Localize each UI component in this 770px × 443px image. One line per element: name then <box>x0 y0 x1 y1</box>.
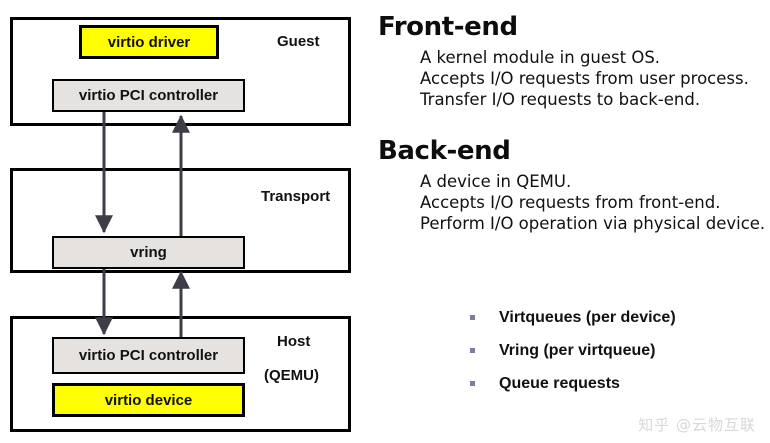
section-lines-back-end: A device in QEMU. Accepts I/O requests f… <box>420 171 765 234</box>
component-virtio-pci-controller-host: virtio PCI controller <box>52 337 245 374</box>
list-item: Queue requests <box>470 367 676 400</box>
section-title-front-end: Front-end <box>378 12 518 42</box>
section-lines-front-end: A kernel module in guest OS. Accepts I/O… <box>420 47 749 110</box>
bullet-square-icon <box>470 348 475 353</box>
back-end-line-3: Perform I/O operation via physical devic… <box>420 214 766 233</box>
description-panel: Front-end A kernel module in guest OS. A… <box>374 0 770 443</box>
bullet-square-icon <box>470 315 475 320</box>
component-vring: vring <box>52 236 245 269</box>
front-end-line-2: Accepts I/O requests from user process. <box>420 69 749 88</box>
component-virtio-driver: virtio driver <box>79 25 219 59</box>
list-item: Virtqueues (per device) <box>470 301 676 334</box>
watermark: 知乎 @云物互联 <box>638 416 756 434</box>
layer-transport-label: Transport <box>261 188 331 205</box>
component-virtio-pci-controller-guest: virtio PCI controller <box>52 79 245 112</box>
bullet-label-virtqueues: Virtqueues (per device) <box>499 308 676 326</box>
list-item: Vring (per virtqueue) <box>470 334 676 367</box>
bullet-label-vring: Vring (per virtqueue) <box>499 341 656 359</box>
layer-host-sublabel: (QEMU) <box>264 367 319 384</box>
bullet-label-queue-requests: Queue requests <box>499 374 620 392</box>
section-title-back-end: Back-end <box>378 136 511 166</box>
key-concepts-list: Virtqueues (per device) Vring (per virtq… <box>470 301 676 400</box>
bullet-square-icon <box>470 381 475 386</box>
layer-guest-label: Guest <box>277 33 320 50</box>
front-end-line-3: Transfer I/O requests to back-end. <box>420 90 701 109</box>
back-end-line-2: Accepts I/O requests from front-end. <box>420 193 721 212</box>
layer-host-label: Host <box>277 333 311 350</box>
component-virtio-device: virtio device <box>52 383 245 417</box>
back-end-line-1: A device in QEMU. <box>420 172 572 191</box>
front-end-line-1: A kernel module in guest OS. <box>420 48 661 67</box>
